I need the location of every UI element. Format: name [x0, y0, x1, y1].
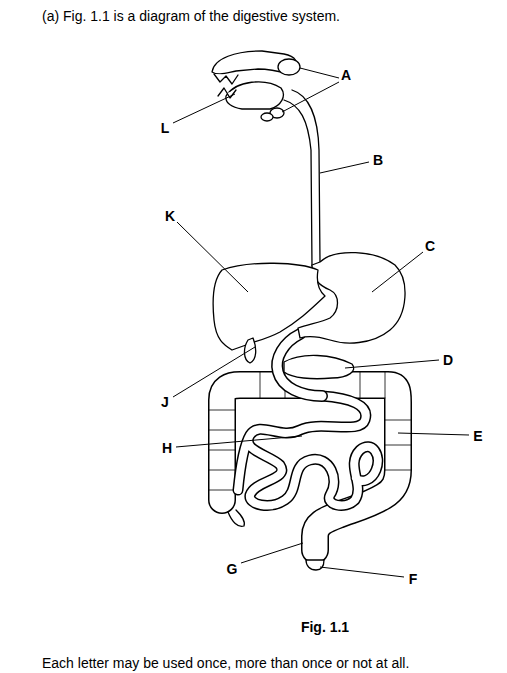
part-letter: H — [162, 440, 172, 457]
part-letter: L — [161, 120, 170, 137]
leader-line — [241, 543, 303, 563]
salivary-gland — [278, 59, 300, 75]
part-letter: E — [473, 428, 482, 445]
part-letter: F — [409, 571, 418, 588]
part-letter: A — [341, 67, 351, 84]
small-intestine — [238, 396, 378, 505]
pancreas — [284, 355, 354, 378]
leader-line — [282, 82, 339, 112]
instruction-note: Each letter may be used once, more than … — [42, 655, 409, 672]
leader-line — [173, 94, 235, 123]
upper-teeth — [214, 74, 238, 84]
figure-caption: Fig. 1.1 — [301, 619, 349, 636]
part-letter: D — [443, 352, 453, 369]
part-letter: C — [425, 238, 435, 255]
leader-line — [372, 252, 423, 292]
oesophagus-wall — [292, 90, 320, 262]
leader-line — [176, 436, 302, 447]
large-intestine-lumen — [222, 385, 398, 550]
liver — [213, 263, 325, 350]
leader-line — [173, 347, 255, 397]
leader-line — [320, 567, 404, 577]
part-letter: B — [373, 152, 383, 169]
leader-line — [398, 433, 469, 435]
small-intestine-lumen — [238, 396, 378, 505]
anal-canal — [306, 560, 324, 570]
appendix — [228, 510, 244, 526]
lower-teeth — [218, 88, 236, 98]
question-title: (a) Fig. 1.1 is a diagram of the digesti… — [42, 8, 340, 25]
part-letter: J — [161, 394, 169, 411]
leader-line — [345, 360, 439, 368]
large-intestine — [222, 385, 398, 550]
salivary-gland — [261, 113, 273, 121]
tongue — [226, 82, 283, 109]
leader-line — [320, 162, 369, 173]
leader-line — [177, 222, 248, 292]
part-letter: K — [165, 208, 175, 225]
part-letter: G — [227, 561, 238, 578]
oesophagus-wall — [284, 100, 312, 266]
leader-line — [300, 68, 339, 78]
